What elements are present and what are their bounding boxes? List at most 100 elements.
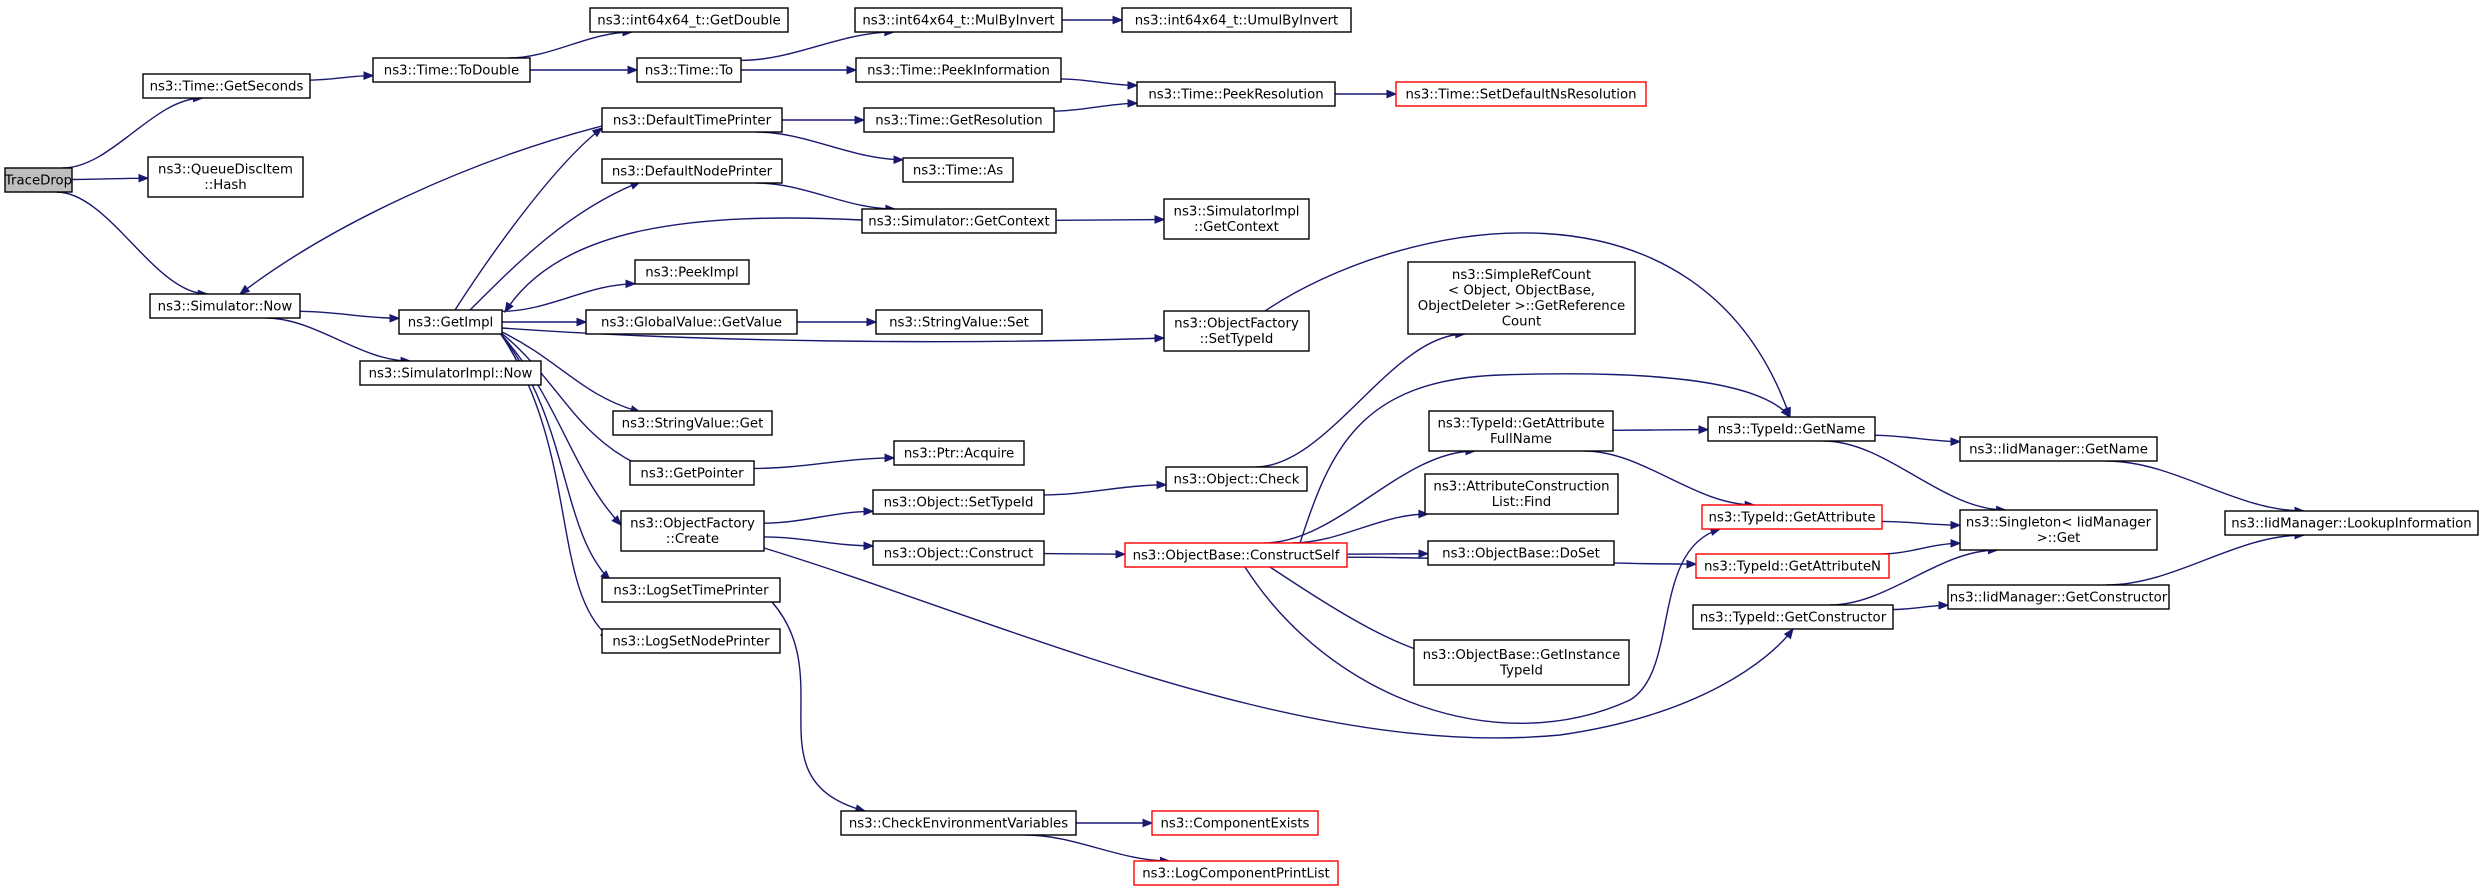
node-box[interactable]	[1395, 81, 1647, 107]
node-box[interactable]	[2224, 510, 2479, 536]
node-box[interactable]	[147, 156, 304, 198]
node-time-peekinformation[interactable]: ns3::Time::PeekInformation	[855, 57, 1062, 83]
node-box[interactable]	[142, 73, 311, 99]
node-box[interactable]	[1701, 504, 1883, 530]
node-objectbase-constructself[interactable]: ns3::ObjectBase::ConstructSelf	[1124, 542, 1348, 568]
node-time-setdefaultnsresolution[interactable]: ns3::Time::SetDefaultNsResolution	[1395, 81, 1647, 107]
node-box[interactable]	[875, 309, 1043, 335]
node-objectfactory-settypeid[interactable]: ns3::ObjectFactory::SetTypeId	[1163, 310, 1310, 352]
node-object-settypeid[interactable]: ns3::Object::SetTypeId	[872, 489, 1045, 515]
node-int64-mulbyinvert[interactable]: ns3::int64x64_t::MulByInvert	[854, 7, 1063, 33]
node-simplerefcount-getrefcount[interactable]: ns3::SimpleRefCount< Object, ObjectBase,…	[1407, 261, 1636, 335]
node-box[interactable]	[612, 410, 773, 436]
node-checkenvvars[interactable]: ns3::CheckEnvironmentVariables	[840, 810, 1077, 836]
node-int64-umulbyinvert[interactable]: ns3::int64x64_t::UmulByInvert	[1121, 7, 1352, 33]
node-object-construct[interactable]: ns3::Object::Construct	[872, 540, 1045, 566]
node-box[interactable]	[1428, 410, 1614, 452]
node-box[interactable]	[1136, 81, 1336, 107]
node-time-todouble[interactable]: ns3::Time::ToDouble	[372, 57, 531, 83]
node-simulator-now[interactable]: ns3::Simulator::Now	[149, 293, 301, 319]
node-box[interactable]	[863, 107, 1055, 133]
node-box[interactable]	[1121, 7, 1352, 33]
node-typeid-getattributen[interactable]: ns3::TypeId::GetAttributeN	[1695, 553, 1890, 579]
node-tracedrop[interactable]: TraceDrop	[4, 167, 73, 193]
node-stringvalue-get[interactable]: ns3::StringValue::Get	[612, 410, 773, 436]
node-typeid-getconstructor[interactable]: ns3::TypeId::GetConstructor	[1692, 604, 1894, 630]
node-box[interactable]	[359, 360, 542, 386]
node-box[interactable]	[4, 167, 73, 193]
node-box[interactable]	[1133, 860, 1339, 886]
node-time-as[interactable]: ns3::Time::As	[902, 157, 1014, 183]
node-box[interactable]	[1707, 416, 1876, 442]
node-iidmanager-lookupinformation[interactable]: ns3::IidManager::LookupInformation	[2224, 510, 2479, 536]
node-typeid-getattribute[interactable]: ns3::TypeId::GetAttribute	[1701, 504, 1883, 530]
node-logsetnodeprinter[interactable]: ns3::LogSetNodePrinter	[601, 628, 781, 654]
node-defaultnodeprinter[interactable]: ns3::DefaultNodePrinter	[601, 158, 783, 184]
node-box[interactable]	[372, 57, 531, 83]
node-box[interactable]	[601, 577, 781, 603]
node-box[interactable]	[1959, 436, 2158, 462]
node-box[interactable]	[636, 57, 742, 83]
node-box[interactable]	[620, 510, 765, 552]
node-time-peekresolution[interactable]: ns3::Time::PeekResolution	[1136, 81, 1336, 107]
node-objectfactory-create[interactable]: ns3::ObjectFactory::Create	[620, 510, 765, 552]
node-defaulttimeprinter[interactable]: ns3::DefaultTimePrinter	[601, 107, 783, 133]
node-getimpl[interactable]: ns3::GetImpl	[398, 309, 503, 335]
node-box[interactable]	[902, 157, 1014, 183]
node-stringvalue-set[interactable]: ns3::StringValue::Set	[875, 309, 1043, 335]
node-box[interactable]	[634, 259, 750, 285]
node-time-to[interactable]: ns3::Time::To	[636, 57, 742, 83]
node-box[interactable]	[601, 107, 783, 133]
node-componentexists[interactable]: ns3::ComponentExists	[1151, 810, 1319, 836]
node-logsettimeprinter[interactable]: ns3::LogSetTimePrinter	[601, 577, 781, 603]
node-simimpl-now[interactable]: ns3::SimulatorImpl::Now	[359, 360, 542, 386]
node-box[interactable]	[840, 810, 1077, 836]
node-int64-getdouble[interactable]: ns3::int64x64_t::GetDouble	[589, 7, 789, 33]
node-box[interactable]	[149, 293, 301, 319]
node-logcomponentprintlist[interactable]: ns3::LogComponentPrintList	[1133, 860, 1339, 886]
node-ptr-acquire[interactable]: ns3::Ptr::Acquire	[893, 440, 1025, 466]
node-box[interactable]	[1124, 542, 1348, 568]
node-time-getresolution[interactable]: ns3::Time::GetResolution	[863, 107, 1055, 133]
node-getpointer[interactable]: ns3::GetPointer	[629, 460, 755, 486]
node-box[interactable]	[872, 489, 1045, 515]
node-box[interactable]	[1165, 466, 1308, 492]
node-iidmanager-getconstructor[interactable]: ns3::IidManager::GetConstructor	[1947, 584, 2170, 610]
node-box[interactable]	[1947, 584, 2170, 610]
node-singleton-get[interactable]: ns3::Singleton< IidManager>::Get	[1959, 509, 2158, 551]
node-simulator-getcontext[interactable]: ns3::Simulator::GetContext	[861, 208, 1057, 234]
node-box[interactable]	[1959, 509, 2158, 551]
node-box[interactable]	[861, 208, 1057, 234]
node-box[interactable]	[1163, 198, 1310, 240]
node-box[interactable]	[589, 7, 789, 33]
node-queuedisc-hash[interactable]: ns3::QueueDiscItem::Hash	[147, 156, 304, 198]
node-iidmanager-getname[interactable]: ns3::IidManager::GetName	[1959, 436, 2158, 462]
node-box[interactable]	[1692, 604, 1894, 630]
node-box[interactable]	[629, 460, 755, 486]
node-box[interactable]	[601, 158, 783, 184]
node-simimpl-getcontext[interactable]: ns3::SimulatorImpl::GetContext	[1163, 198, 1310, 240]
node-time-getseconds[interactable]: ns3::Time::GetSeconds	[142, 73, 311, 99]
node-box[interactable]	[872, 540, 1045, 566]
node-box[interactable]	[854, 7, 1063, 33]
node-globalvalue-getvalue[interactable]: ns3::GlobalValue::GetValue	[585, 309, 798, 335]
node-box[interactable]	[1695, 553, 1890, 579]
node-box[interactable]	[585, 309, 798, 335]
node-box[interactable]	[855, 57, 1062, 83]
node-box[interactable]	[893, 440, 1025, 466]
node-objectbase-doset[interactable]: ns3::ObjectBase::DoSet	[1427, 540, 1615, 566]
node-box[interactable]	[1151, 810, 1319, 836]
node-box[interactable]	[1424, 473, 1619, 515]
node-box[interactable]	[1427, 540, 1615, 566]
node-box[interactable]	[1163, 310, 1310, 352]
node-object-check[interactable]: ns3::Object::Check	[1165, 466, 1308, 492]
node-box[interactable]	[601, 628, 781, 654]
node-typeid-getname[interactable]: ns3::TypeId::GetName	[1707, 416, 1876, 442]
node-peekimpl[interactable]: ns3::PeekImpl	[634, 259, 750, 285]
node-box[interactable]	[1407, 261, 1636, 335]
node-box[interactable]	[398, 309, 503, 335]
node-box[interactable]	[1413, 639, 1630, 686]
